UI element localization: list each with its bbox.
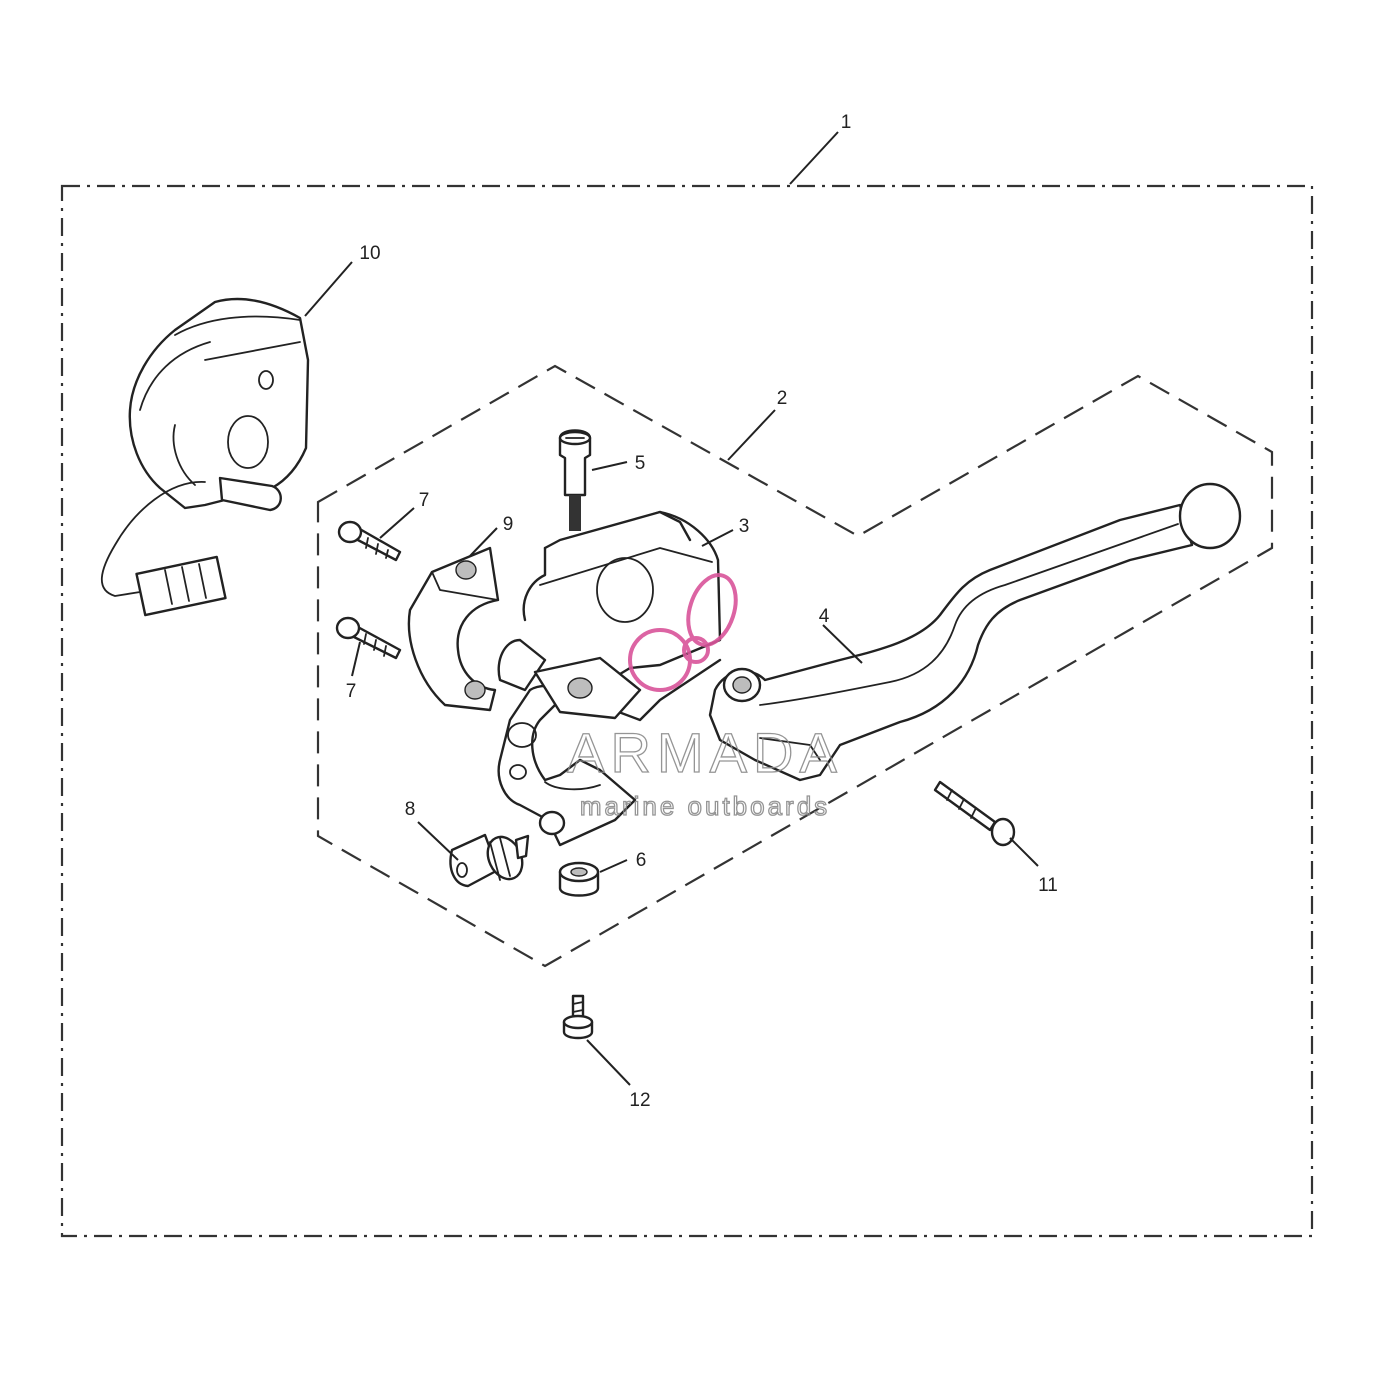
watermark-logo: ARMADA marine outboards	[567, 573, 843, 822]
leader-lines	[304, 131, 1039, 1086]
watermark-tagline: marine outboards	[580, 791, 830, 821]
part-4-lever	[708, 482, 1242, 782]
leader-5	[591, 461, 628, 471]
callout-12: 12	[629, 1090, 650, 1111]
part-10-switch-housing	[100, 297, 310, 617]
part-5-pivot-bolt	[558, 429, 592, 531]
callout-7-lower: 7	[346, 681, 357, 702]
leader-3	[701, 529, 734, 547]
assembly-boundary-inner	[316, 364, 1274, 968]
callout-5: 5	[635, 453, 646, 474]
callout-8: 8	[405, 799, 416, 820]
leader-10	[304, 261, 353, 317]
leader-6	[599, 859, 628, 873]
callout-7-upper: 7	[419, 490, 430, 511]
callout-labels: 1 2 3 4 5 6 7 7 8 9 10 11 12	[346, 112, 1058, 1111]
callout-11: 11	[1038, 875, 1058, 896]
callout-9: 9	[503, 514, 514, 535]
part-7-screw-upper	[337, 520, 402, 562]
part-8-adjuster	[449, 833, 530, 888]
callout-4: 4	[819, 606, 830, 627]
leader-2	[727, 409, 776, 461]
leader-12	[586, 1039, 631, 1086]
leader-1	[789, 131, 839, 185]
assembly-boundary-outer	[60, 184, 1314, 1238]
part-6-nut	[558, 861, 600, 897]
callout-10: 10	[359, 243, 380, 264]
leader-7a	[379, 507, 415, 539]
part-7-screw-lower	[335, 616, 402, 660]
leader-8	[417, 821, 459, 861]
watermark-brand: ARMADA	[567, 721, 843, 784]
leader-11	[1009, 837, 1039, 867]
part-12-screw	[562, 994, 594, 1040]
part-11-screw	[933, 780, 1016, 847]
callout-2: 2	[777, 388, 788, 409]
watermark-rabbit-icon	[628, 573, 738, 692]
callout-6: 6	[636, 850, 647, 871]
callout-3: 3	[739, 516, 750, 537]
part-3-lever-holder	[497, 510, 722, 847]
leader-7b	[351, 641, 361, 677]
part-9-clamp	[407, 546, 500, 712]
callout-1: 1	[841, 112, 852, 133]
leader-4	[822, 624, 863, 664]
leader-9	[469, 527, 498, 557]
